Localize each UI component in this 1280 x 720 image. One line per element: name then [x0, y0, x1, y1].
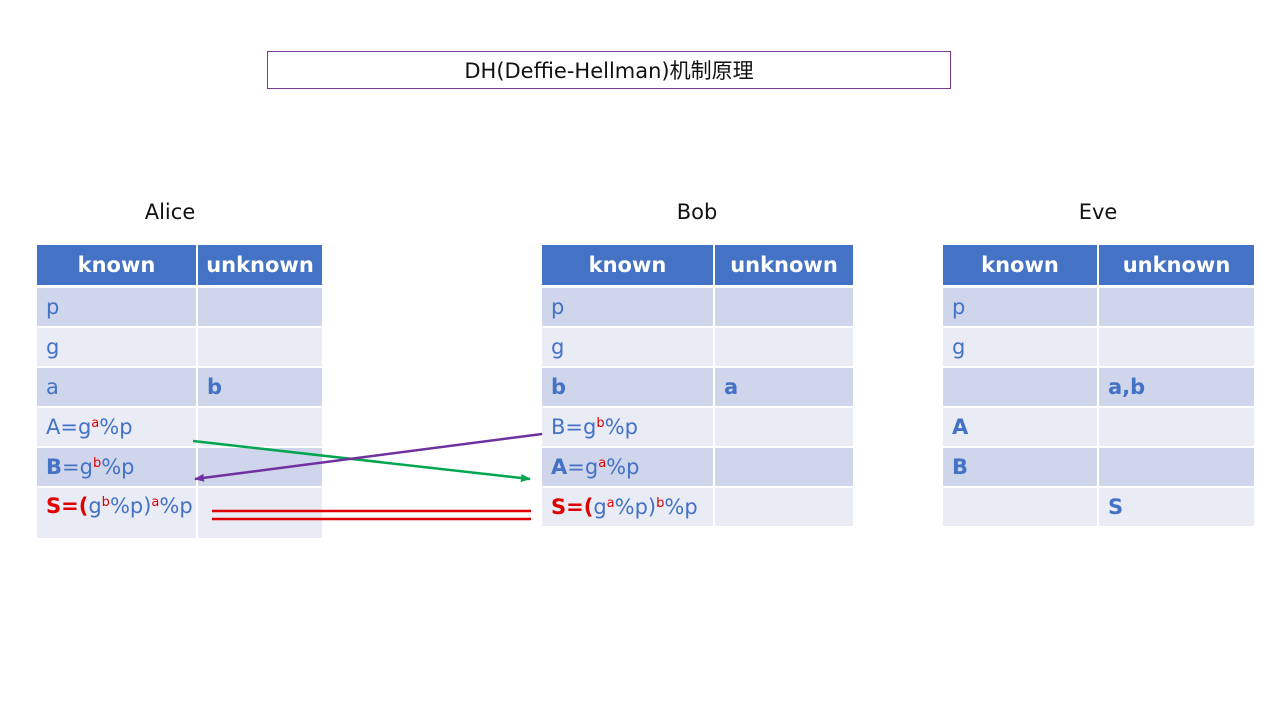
eve-unknown-B	[1099, 448, 1254, 488]
bob-row-B: B=gb%p	[542, 408, 853, 448]
bob-unknown-A	[715, 448, 853, 488]
eve-header-unknown: unknown	[1099, 245, 1254, 288]
alice-header-known: known	[37, 245, 198, 288]
eve-table: known unknown p g a,b A B S	[943, 245, 1254, 528]
eve-label: Eve	[1078, 200, 1118, 224]
alice-unknown-g	[198, 328, 322, 368]
alice-table: known unknown p g a b A=ga%p B=gb%p S=(g…	[37, 245, 322, 540]
alice-unknown-p	[198, 288, 322, 328]
eve-unknown-p	[1099, 288, 1254, 328]
bob-header-unknown: unknown	[715, 245, 853, 288]
bob-unknown-g	[715, 328, 853, 368]
eve-known-g: g	[943, 328, 1099, 368]
bob-unknown-B	[715, 408, 853, 448]
bob-row-secret: b a	[542, 368, 853, 408]
alice-row-p: p	[37, 288, 322, 328]
eve-row-p: p	[943, 288, 1254, 328]
alice-known-p: p	[37, 288, 198, 328]
alice-unknown-S	[198, 488, 322, 540]
eve-header-known: known	[943, 245, 1099, 288]
eve-unknown-S: S	[1099, 488, 1254, 528]
eve-unknown-g	[1099, 328, 1254, 368]
alice-row-g: g	[37, 328, 322, 368]
eve-row-S: S	[943, 488, 1254, 528]
alice-row-A: A=ga%p	[37, 408, 322, 448]
bob-unknown-p	[715, 288, 853, 328]
eve-row-A: A	[943, 408, 1254, 448]
bob-known-g: g	[542, 328, 715, 368]
eve-known-p: p	[943, 288, 1099, 328]
bob-unknown-S	[715, 488, 853, 528]
bob-header-known: known	[542, 245, 715, 288]
alice-row-B: B=gb%p	[37, 448, 322, 488]
eve-unknown-A	[1099, 408, 1254, 448]
bob-row-A: A=ga%p	[542, 448, 853, 488]
eve-row-B: B	[943, 448, 1254, 488]
alice-row-S: S=(gb%p)a%p	[37, 488, 322, 540]
alice-known-B: B=gb%p	[37, 448, 198, 488]
alice-known-A: A=ga%p	[37, 408, 198, 448]
eve-row-secret: a,b	[943, 368, 1254, 408]
alice-known-S: S=(gb%p)a%p	[37, 488, 198, 540]
bob-known-b: b	[542, 368, 715, 408]
eve-known-S	[943, 488, 1099, 528]
alice-known-a: a	[37, 368, 198, 408]
eve-known-A: A	[943, 408, 1099, 448]
bob-known-A: A=ga%p	[542, 448, 715, 488]
alice-unknown-B	[198, 448, 322, 488]
eve-known-B: B	[943, 448, 1099, 488]
bob-known-p: p	[542, 288, 715, 328]
bob-label: Bob	[676, 200, 718, 224]
bob-row-g: g	[542, 328, 853, 368]
bob-known-S: S=(ga%p)b%p	[542, 488, 715, 528]
bob-row-S: S=(ga%p)b%p	[542, 488, 853, 528]
alice-label: Alice	[144, 200, 196, 224]
bob-known-B: B=gb%p	[542, 408, 715, 448]
alice-known-g: g	[37, 328, 198, 368]
alice-unknown-b: b	[198, 368, 322, 408]
alice-header-unknown: unknown	[198, 245, 322, 288]
page-title: DH(Deffie-Hellman)机制原理	[267, 51, 951, 89]
alice-row-secret: a b	[37, 368, 322, 408]
eve-known-secret	[943, 368, 1099, 408]
bob-row-p: p	[542, 288, 853, 328]
bob-table: known unknown p g b a B=gb%p A=ga%p S=(g…	[542, 245, 853, 528]
bob-unknown-a: a	[715, 368, 853, 408]
alice-unknown-A	[198, 408, 322, 448]
eve-row-g: g	[943, 328, 1254, 368]
eve-unknown-ab: a,b	[1099, 368, 1254, 408]
